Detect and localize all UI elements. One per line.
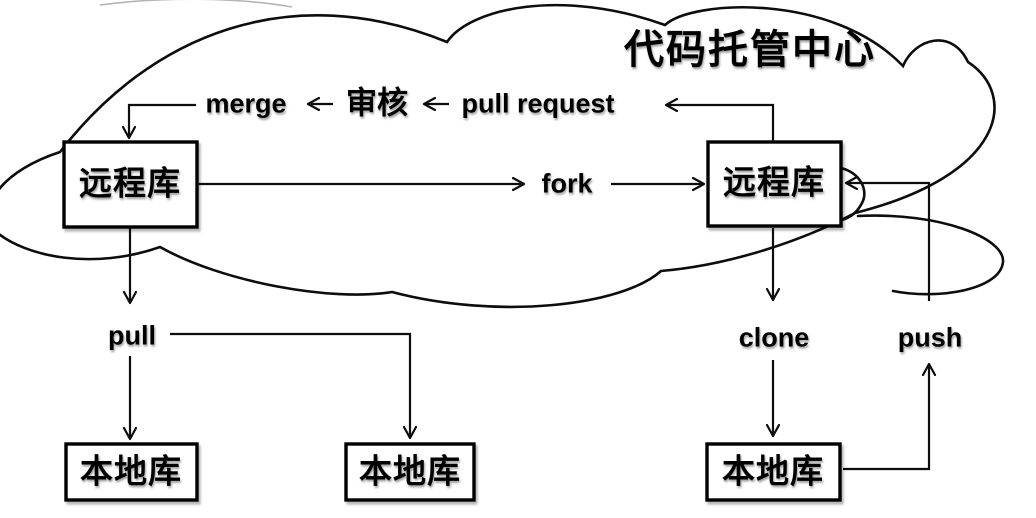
- node-boxes: [62, 140, 843, 502]
- push-label: push: [897, 322, 963, 353]
- connectors: [129, 103, 931, 471]
- cloud-right-lower-puff: [856, 214, 1005, 296]
- cloud-outline: [0, 3, 996, 309]
- local-middle-box: [344, 442, 476, 502]
- local-left-box: [64, 442, 199, 502]
- arrow-push-to-remote-right: [846, 183, 931, 301]
- pull-request-label: pull request: [461, 88, 615, 119]
- review-label: 审核: [346, 85, 408, 121]
- pull-label: pull: [108, 320, 156, 351]
- local-right-label: 本地库: [722, 454, 824, 491]
- arrow-local-right-to-push: [843, 364, 929, 471]
- arrow-remote-right-to-pullrequest: [666, 105, 775, 142]
- remote-left-box: [62, 140, 199, 229]
- local-left-label: 本地库: [80, 454, 182, 491]
- remote-left-label: 远程库: [79, 166, 181, 203]
- fork-label: fork: [541, 168, 593, 199]
- cloud-arc-fragment: [99, 0, 293, 8]
- local-right-box: [705, 442, 842, 502]
- cloud-shape: [0, 0, 1005, 309]
- remote-right-label: 远程库: [723, 165, 825, 202]
- cloud-title: 代码托管中心: [624, 27, 876, 72]
- remote-right-box: [706, 140, 843, 228]
- local-middle-label: 本地库: [359, 454, 461, 491]
- arrow-merge-to-remote-left: [129, 103, 196, 138]
- cloud-right-edge-puff: [836, 166, 866, 223]
- merge-label: merge: [205, 88, 287, 119]
- clone-label: clone: [738, 322, 810, 353]
- arrow-pull-to-local-middle: [170, 332, 410, 438]
